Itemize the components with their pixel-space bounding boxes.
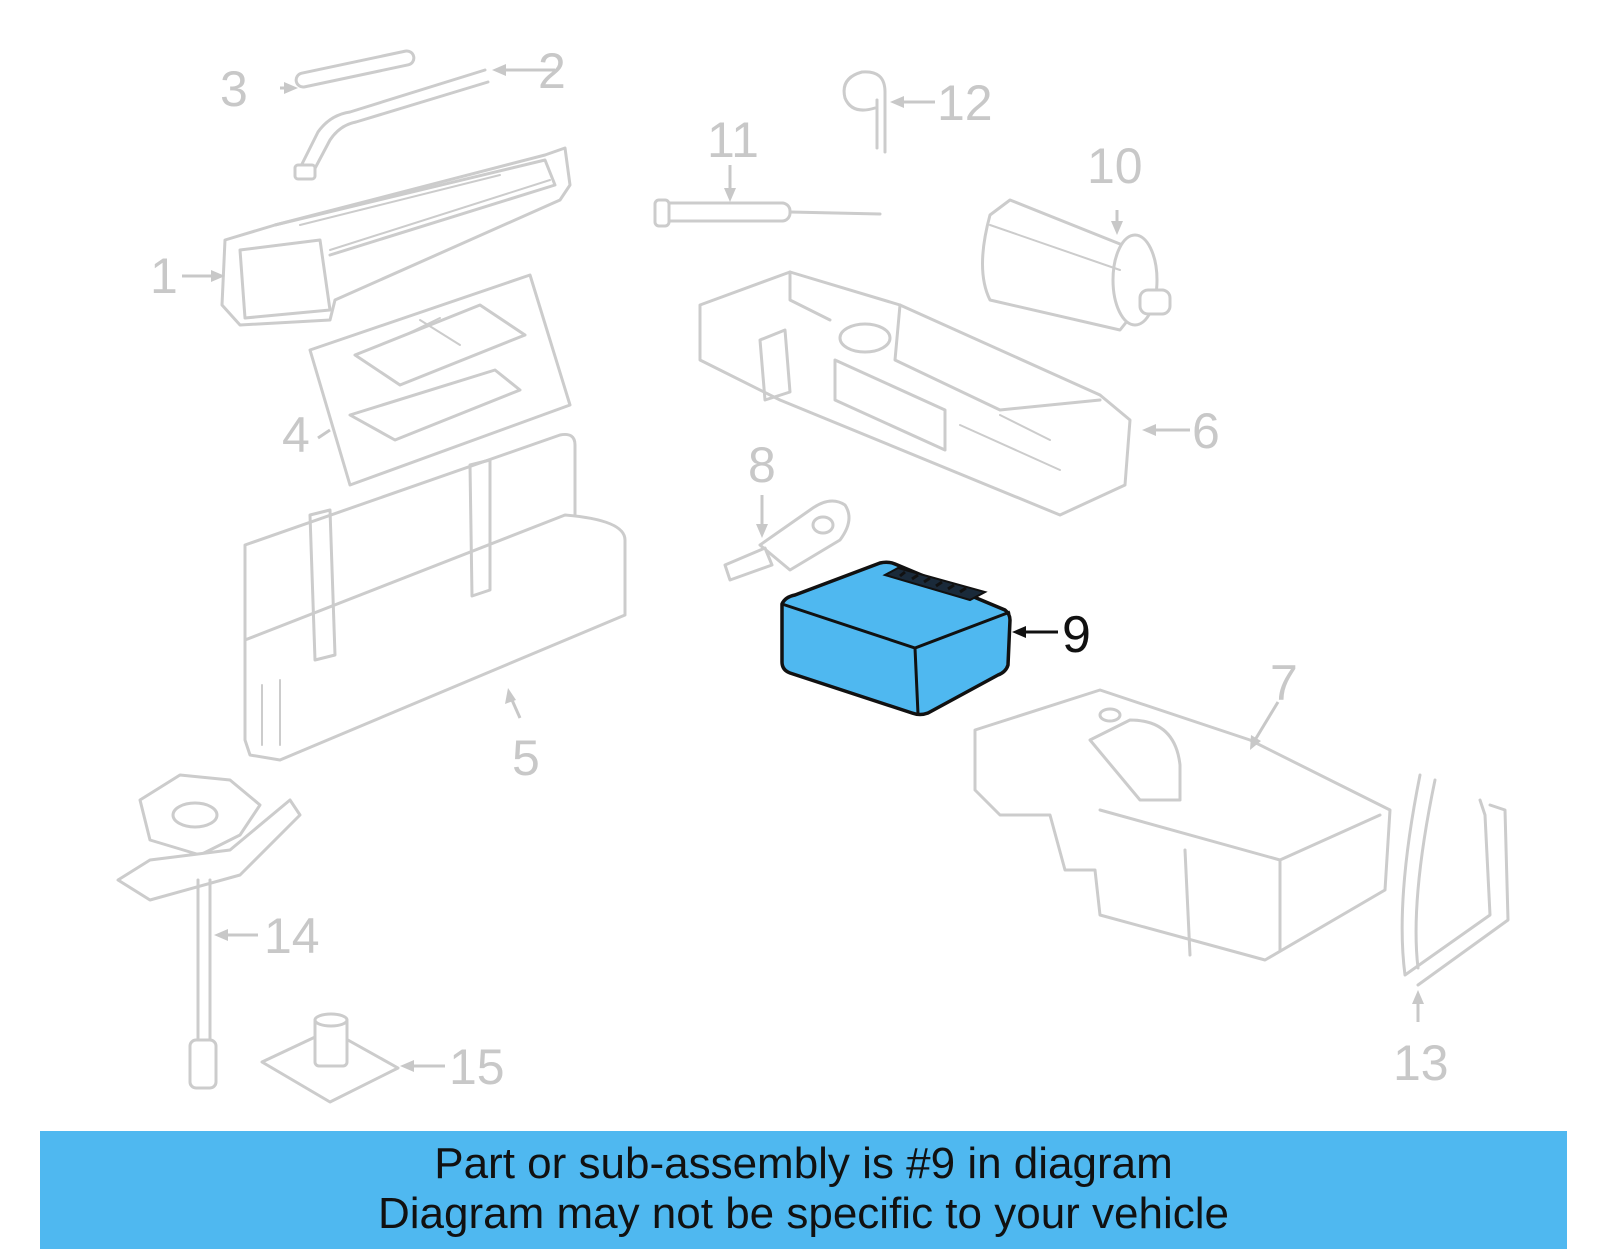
part-11-pin xyxy=(653,198,882,228)
part-2-tube xyxy=(293,68,490,181)
callout-11: 11 xyxy=(707,112,759,168)
part-3-rod xyxy=(294,49,416,89)
callout-1: 1 xyxy=(150,248,178,304)
parts-diagram: 1 2 3 4 5 6 7 8 9 10 11 12 13 14 15 xyxy=(116,43,1510,1104)
callout-8: 8 xyxy=(748,437,776,493)
info-banner: Part or sub-assembly is #9 in diagram Di… xyxy=(40,1131,1567,1249)
part-15-pad xyxy=(260,1012,400,1104)
callout-2: 2 xyxy=(538,43,566,99)
callout-12: 12 xyxy=(937,75,993,131)
part-7-tray xyxy=(973,688,1392,962)
callout-7: 7 xyxy=(1270,655,1298,711)
callout-15: 15 xyxy=(449,1039,505,1095)
leader-lines xyxy=(182,64,1424,1072)
part-6-tray xyxy=(698,270,1132,517)
callout-5: 5 xyxy=(512,730,540,786)
part-12-hook xyxy=(842,70,887,154)
part-13-strap xyxy=(1400,773,1510,987)
banner-line-part: Part or sub-assembly is #9 in diagram xyxy=(434,1139,1173,1188)
part-14-jack xyxy=(116,773,302,1090)
banner-line-disclaimer: Diagram may not be specific to your vehi… xyxy=(377,1189,1230,1238)
part-1-case xyxy=(220,146,572,327)
callout-4: 4 xyxy=(282,407,310,463)
part-9-highlighted-box[interactable] xyxy=(780,560,1012,717)
part-10-cylinder xyxy=(981,198,1172,332)
callout-14: 14 xyxy=(264,908,320,964)
callout-3: 3 xyxy=(220,61,248,117)
part-8-bolt xyxy=(723,499,851,582)
part-4-pad xyxy=(308,273,572,487)
callout-9: 9 xyxy=(1062,606,1091,664)
callout-labels: 1 2 3 4 5 6 7 8 9 10 11 12 13 14 15 xyxy=(150,43,1449,1095)
callout-10: 10 xyxy=(1087,138,1143,194)
callout-13: 13 xyxy=(1393,1035,1449,1091)
callout-6: 6 xyxy=(1192,403,1220,459)
part-5-bag xyxy=(243,433,627,762)
